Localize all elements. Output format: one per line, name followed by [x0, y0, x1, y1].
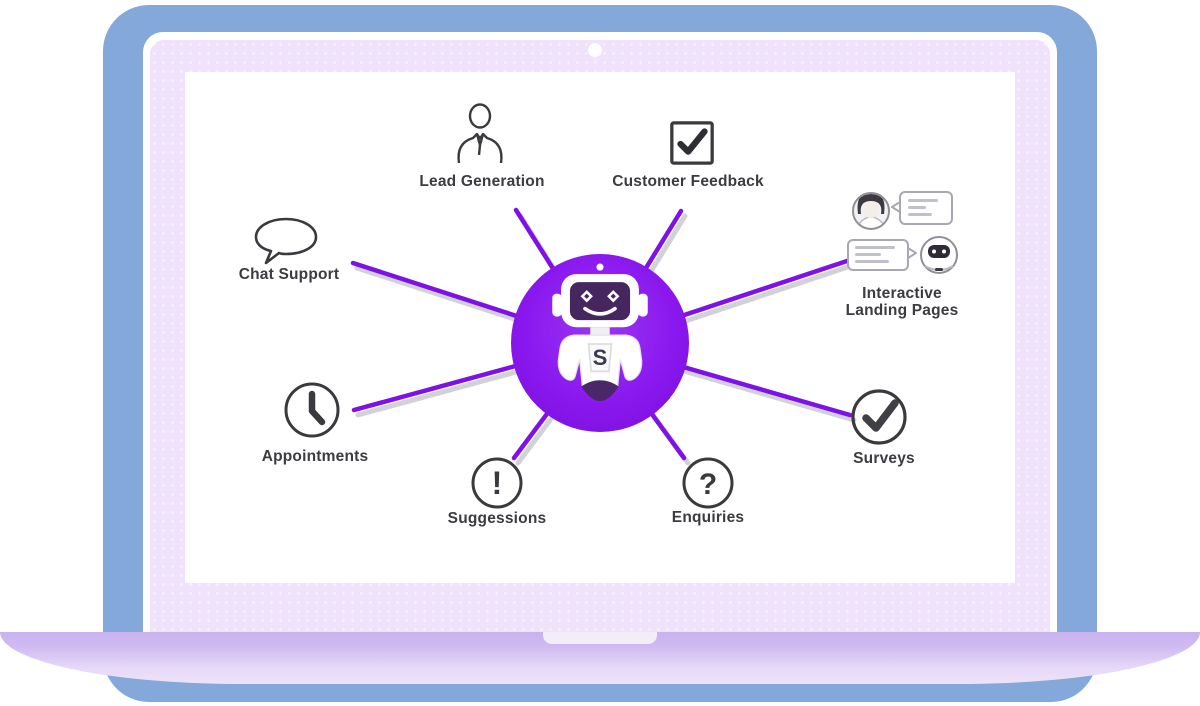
chatbot-robot-icon: S: [552, 263, 648, 402]
checkbox-checked-icon: [670, 121, 714, 165]
lead-generation-label: Lead Generation: [419, 173, 545, 190]
check-circle-icon: [851, 389, 907, 445]
svg-text:S: S: [593, 345, 608, 370]
person-icon: [457, 103, 503, 164]
interactive-label-line2: Landing Pages: [845, 302, 959, 319]
enquiries-label: Enquiries: [671, 509, 745, 526]
suggessions-label: Suggessions: [447, 510, 547, 527]
chatbot-hub-circle: S: [511, 254, 689, 432]
laptop-base-notch: [543, 632, 657, 644]
appointments-label: Appointments: [261, 448, 369, 465]
chat-conversation-icon: [847, 191, 958, 274]
webcam-dot-icon: [588, 43, 602, 57]
question-circle-icon: ?: [682, 457, 734, 509]
svg-text:!: !: [492, 465, 503, 501]
interactive-label-line1: Interactive: [862, 285, 942, 302]
clock-icon: [284, 382, 340, 438]
customer-feedback-label: Customer Feedback: [612, 173, 764, 190]
surveys-label: Surveys: [853, 450, 915, 467]
exclamation-circle-icon: !: [471, 457, 523, 509]
svg-text:?: ?: [699, 468, 717, 501]
speech-bubble-icon: [254, 217, 318, 265]
chat-support-label: Chat Support: [238, 266, 340, 283]
interactive-landing-pages-label: Interactive Landing Pages: [822, 285, 982, 319]
